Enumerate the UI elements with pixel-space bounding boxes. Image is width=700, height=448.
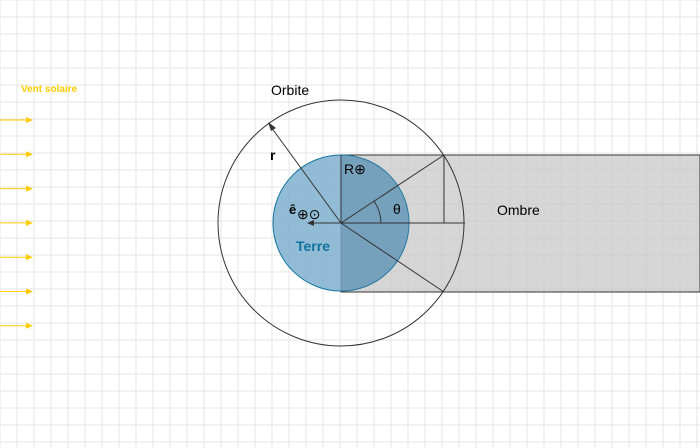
solar-wind-arrowhead — [26, 288, 33, 295]
upper-orbit-chord — [340, 154, 445, 224]
solar-wind-arrowhead — [26, 117, 33, 123]
orbit-label: Orbite — [271, 82, 310, 98]
solar-wind-arrowhead — [26, 185, 33, 192]
solar-wind-arrowhead — [26, 322, 33, 329]
angle-label: θ — [393, 201, 401, 217]
lower-orbit-chord — [340, 222, 445, 293]
shadow-label: Ombre — [497, 202, 540, 218]
solar-wind-title: Vent solaire — [21, 84, 78, 95]
unit-vector-subscript: ⊕⊙ — [297, 206, 321, 222]
theta-arc — [373, 200, 382, 224]
solar-wind-arrowhead — [26, 219, 33, 226]
orbit-radius-arrow — [270, 126, 342, 224]
radius-label: r — [270, 147, 276, 163]
earth-label: Terre — [296, 238, 330, 254]
solar-wind-arrowhead — [26, 151, 33, 158]
solar-wind-arrows — [0, 117, 33, 329]
orbit-radius-arrowhead — [268, 122, 276, 131]
solar-wind-arrowhead — [26, 254, 33, 261]
unit-vector-label: ê — [289, 202, 297, 217]
earth-radius-label: R⊕ — [344, 161, 366, 177]
unit-vector-arrowhead — [307, 220, 314, 226]
